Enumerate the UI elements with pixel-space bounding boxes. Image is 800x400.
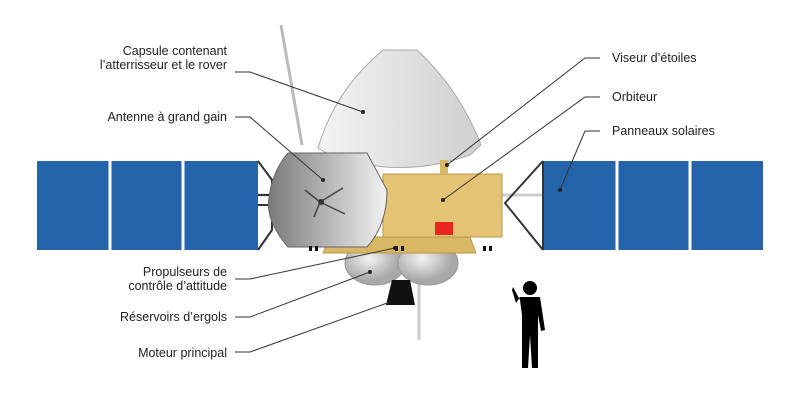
solar-panel-right xyxy=(503,160,763,251)
flag xyxy=(435,222,453,235)
leader-lines xyxy=(235,57,600,353)
label-solar-panels: Panneaux solaires xyxy=(612,124,715,138)
capsule xyxy=(317,49,482,168)
human-silhouette xyxy=(512,281,545,368)
label-orbiter: Orbiteur xyxy=(612,90,658,104)
solar-panel-left xyxy=(37,160,273,251)
star-tracker xyxy=(440,160,448,174)
label-antenna: Antenne à grand gain xyxy=(107,110,227,124)
main-engine xyxy=(386,280,415,305)
label-star-tracker: Viseur d’étoiles xyxy=(612,51,697,65)
label-engine: Moteur principal xyxy=(138,346,227,360)
label-tanks: Réservoirs d’ergols xyxy=(120,310,227,324)
high-gain-antenna xyxy=(267,152,388,248)
antenna-mast xyxy=(279,24,304,146)
